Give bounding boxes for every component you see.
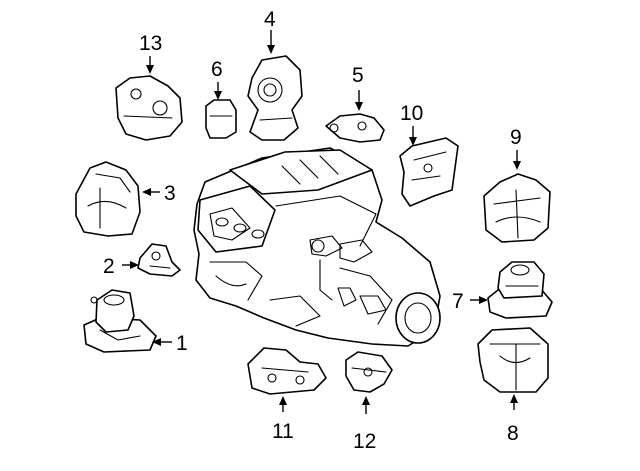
part-10-mount (399, 137, 459, 207)
part-5-mount (325, 113, 385, 143)
part-6-mount (205, 99, 237, 139)
part-13-mount (115, 75, 183, 141)
callout-2: 2 (103, 255, 139, 278)
callout-label-8: 8 (507, 422, 519, 445)
callout-7: 7 (452, 290, 488, 313)
callout-label-10: 10 (400, 102, 423, 125)
callout-label-9: 9 (510, 126, 522, 149)
callout-label-12: 12 (353, 430, 376, 453)
callout-13: 13 (139, 32, 162, 74)
callout-9: 9 (510, 126, 522, 170)
callout-label-11: 11 (272, 420, 294, 443)
part-3-mount (75, 161, 141, 237)
part-7-mount (487, 261, 553, 319)
part-4-mount (247, 55, 303, 141)
callout-4: 4 (264, 8, 276, 54)
part-2-mount (137, 243, 181, 277)
callout-8: 8 (507, 394, 519, 445)
callout-6: 6 (211, 58, 223, 100)
callout-label-3: 3 (164, 182, 176, 205)
callout-label-7: 7 (452, 290, 464, 313)
part-11-mount (247, 347, 327, 395)
callout-label-6: 6 (211, 58, 223, 81)
callout-10: 10 (400, 102, 423, 146)
callout-12: 12 (353, 396, 376, 453)
part-8-mount (477, 327, 549, 393)
callout-label-13: 13 (139, 32, 162, 55)
part-9-mount (483, 173, 551, 243)
callout-label-2: 2 (103, 255, 115, 278)
part-12-mount (345, 351, 393, 393)
callout-11: 11 (272, 396, 294, 443)
part-1-mount (83, 289, 157, 353)
callout-label-4: 4 (264, 8, 276, 31)
callout-5: 5 (352, 64, 364, 111)
callout-1: 1 (152, 332, 188, 355)
callout-3: 3 (142, 182, 176, 205)
engine-assembly (193, 147, 441, 347)
callout-label-1: 1 (176, 332, 188, 355)
callout-label-5: 5 (352, 64, 364, 87)
